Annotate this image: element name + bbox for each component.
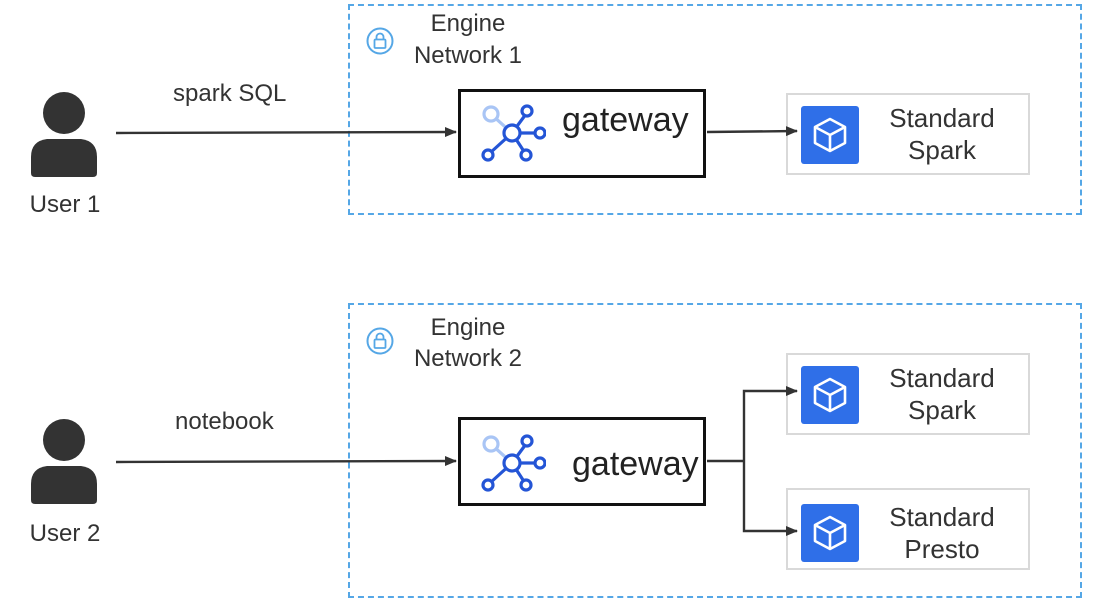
cube-icon xyxy=(801,106,859,164)
arrow-gateway2-to-spark xyxy=(742,386,798,461)
gateway-1-label: gateway xyxy=(562,101,689,139)
engine-network-2-standard-presto: Standard Presto xyxy=(786,488,1030,570)
user-1-person-icon xyxy=(31,92,97,177)
network-1-title-line1: Engine xyxy=(430,10,506,37)
lock-icon xyxy=(366,327,394,355)
engine-label-line2: Spark xyxy=(908,135,976,165)
network-hub-icon xyxy=(481,104,546,162)
lock-icon xyxy=(366,27,394,55)
arrow-user1-to-gateway1 xyxy=(115,127,457,138)
network-1-title-line2: Network 1 xyxy=(413,42,523,69)
engine-network-1-standard-spark: Standard Spark xyxy=(786,93,1030,175)
engine-label-line1: Standard xyxy=(889,502,995,532)
user-2-label: User 2 xyxy=(29,520,101,547)
arrow-user2-to-gateway2 xyxy=(115,456,457,467)
arrow-gateway2-to-presto xyxy=(742,461,798,536)
edge-label-spark-sql: spark SQL xyxy=(173,80,287,107)
engine-label-line1: Standard xyxy=(889,103,995,133)
user-1-label: User 1 xyxy=(29,191,101,218)
engine-label-line1: Standard xyxy=(889,363,995,393)
user-2-person-icon xyxy=(31,419,97,504)
network-2-title-line2: Network 2 xyxy=(413,345,523,372)
cube-icon xyxy=(801,366,859,424)
gateway-2-box xyxy=(458,417,706,506)
edge-label-notebook: notebook xyxy=(175,408,274,435)
gateway-1-box xyxy=(458,89,706,178)
engine-network-2-box xyxy=(348,303,1082,598)
engine-label-line2: Spark xyxy=(908,395,976,425)
engine-label-line2: Presto xyxy=(904,534,980,564)
gateway-2-label: gateway xyxy=(572,445,699,483)
arrow-gateway1-to-spark xyxy=(706,126,798,137)
cube-icon xyxy=(801,504,859,562)
network-hub-icon xyxy=(481,434,546,492)
engine-network-2-standard-spark: Standard Spark xyxy=(786,353,1030,435)
network-2-title-line1: Engine xyxy=(430,314,506,341)
engine-network-1-box xyxy=(348,4,1082,215)
